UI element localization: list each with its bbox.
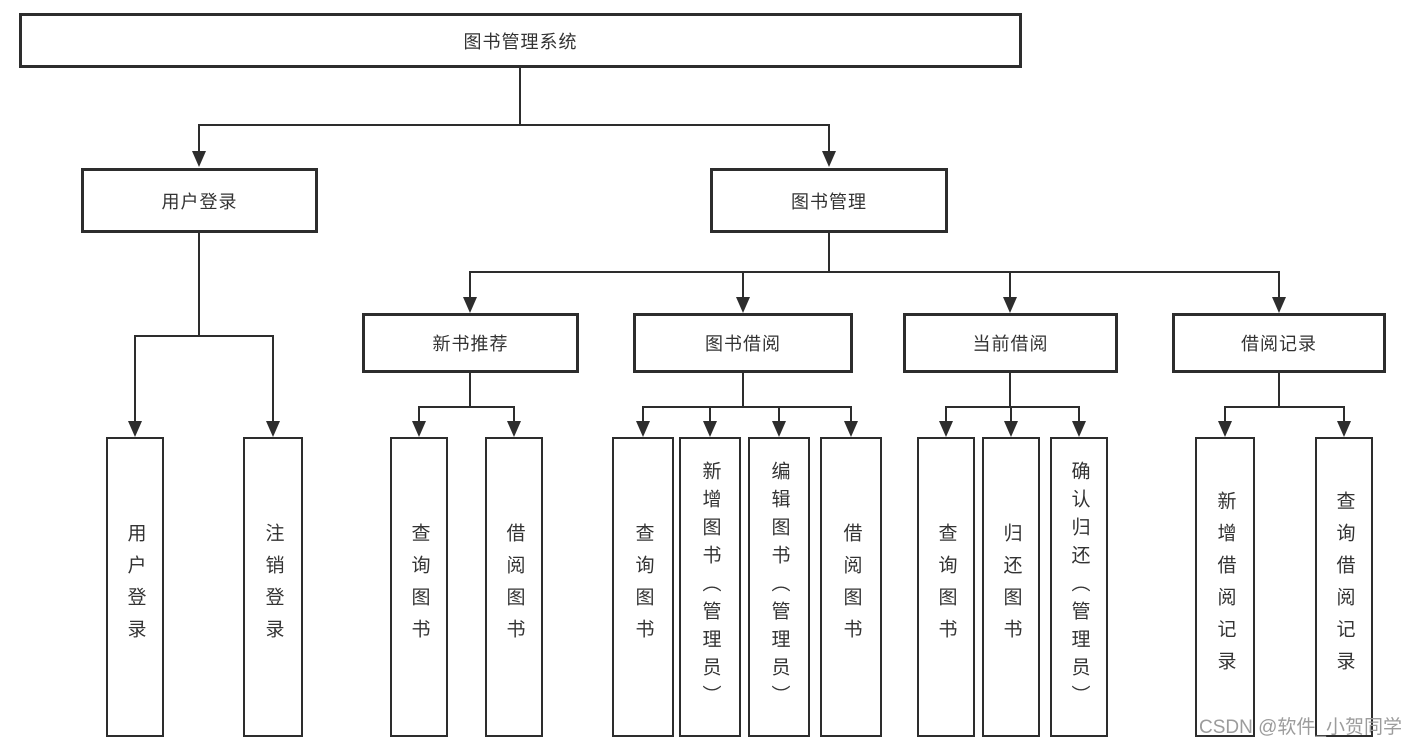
connector-stub xyxy=(418,406,420,421)
arrowhead-down-icon xyxy=(703,421,717,437)
leaf-logout: 注销登录 xyxy=(243,437,303,737)
connector-stub xyxy=(742,271,744,297)
node-label: 图书管理系统 xyxy=(463,31,578,52)
leaf-label: 编辑图书（管理员） xyxy=(768,461,790,713)
connector-newbook-horizontal xyxy=(418,406,515,408)
connector-bookmgmt-horizontal xyxy=(469,271,1280,273)
leaf-label: 借阅图书 xyxy=(503,523,525,651)
csdn-watermark: CSDN @软件_小贺同学 xyxy=(1199,717,1402,738)
leaf-query-book-2: 查询图书 xyxy=(612,437,674,737)
leaf-confirm-return-admin: 确认归还（管理员） xyxy=(1050,437,1108,737)
node-label: 新书推荐 xyxy=(432,334,509,354)
node-label: 图书管理 xyxy=(791,191,867,212)
connector-stub xyxy=(469,271,471,297)
leaf-label: 查询图书 xyxy=(935,523,957,651)
node-borrow-record: 借阅记录 xyxy=(1172,313,1386,373)
arrowhead-down-icon xyxy=(1072,421,1086,437)
node-label: 用户登录 xyxy=(161,191,238,212)
node-library-system: 图书管理系统 xyxy=(19,13,1022,68)
leaf-label: 新增借阅记录 xyxy=(1214,491,1236,683)
leaf-borrow-book-1: 借阅图书 xyxy=(485,437,543,737)
arrowhead-down-icon xyxy=(1218,421,1232,437)
node-label: 当前借阅 xyxy=(972,334,1049,354)
connector-stub xyxy=(850,406,852,421)
connector-bookborrow-vertical xyxy=(742,373,744,408)
leaf-label: 新增图书（管理员） xyxy=(699,461,721,713)
leaf-query-book-1: 查询图书 xyxy=(390,437,448,737)
connector-stub xyxy=(1078,406,1080,421)
arrowhead-down-icon xyxy=(1004,421,1018,437)
leaf-add-borrow-record: 新增借阅记录 xyxy=(1195,437,1255,737)
connector-stub xyxy=(945,406,947,421)
connector-userlogin-horizontal xyxy=(134,335,274,337)
leaf-user-login: 用户登录 xyxy=(106,437,164,737)
arrowhead-down-icon xyxy=(844,421,858,437)
leaf-label: 查询图书 xyxy=(408,523,430,651)
node-label: 借阅记录 xyxy=(1241,334,1317,354)
connector-stub xyxy=(1010,406,1012,421)
arrowhead-down-icon xyxy=(822,151,836,167)
connector-bookborrow-horizontal xyxy=(642,406,852,408)
node-book-borrow: 图书借阅 xyxy=(633,313,853,373)
leaf-label: 借阅图书 xyxy=(840,523,862,651)
connector-stub xyxy=(134,335,136,421)
leaf-label: 查询借阅记录 xyxy=(1333,491,1355,683)
connector-stub xyxy=(1224,406,1226,421)
arrowhead-down-icon xyxy=(128,421,142,437)
node-book-management: 图书管理 xyxy=(710,168,948,233)
arrowhead-down-icon xyxy=(412,421,426,437)
leaf-edit-book-admin: 编辑图书（管理员） xyxy=(748,437,810,737)
connector-stub xyxy=(513,406,515,421)
connector-borrowrecord-horizontal xyxy=(1224,406,1345,408)
leaf-query-borrow-record: 查询借阅记录 xyxy=(1315,437,1373,737)
connector-root-vertical xyxy=(519,68,521,126)
connector-borrowrecord-vertical xyxy=(1278,373,1280,408)
leaf-label: 确认归还（管理员） xyxy=(1068,461,1090,713)
connector-stub xyxy=(642,406,644,421)
leaf-label: 用户登录 xyxy=(124,523,146,651)
leaf-borrow-book-2: 借阅图书 xyxy=(820,437,882,737)
connector-stub xyxy=(198,124,200,152)
node-user-login: 用户登录 xyxy=(81,168,318,233)
arrowhead-down-icon xyxy=(266,421,280,437)
connector-stub xyxy=(709,406,711,421)
arrowhead-down-icon xyxy=(1003,297,1017,313)
connector-stub xyxy=(828,124,830,152)
connector-root-horizontal xyxy=(199,124,830,126)
connector-stub xyxy=(1009,271,1011,297)
connector-stub xyxy=(272,335,274,421)
connector-currentborrow-vertical xyxy=(1009,373,1011,408)
leaf-label: 归还图书 xyxy=(1000,523,1022,651)
connector-stub xyxy=(1278,271,1280,297)
arrowhead-down-icon xyxy=(1272,297,1286,313)
leaf-return-book: 归还图书 xyxy=(982,437,1040,737)
connector-userlogin-vertical xyxy=(198,233,200,337)
arrowhead-down-icon xyxy=(736,297,750,313)
arrowhead-down-icon xyxy=(507,421,521,437)
leaf-label: 查询图书 xyxy=(632,523,654,651)
leaf-query-book-3: 查询图书 xyxy=(917,437,975,737)
connector-stub xyxy=(1343,406,1345,421)
leaf-label: 注销登录 xyxy=(262,523,284,651)
node-label: 图书借阅 xyxy=(705,334,781,354)
arrowhead-down-icon xyxy=(939,421,953,437)
connector-currentborrow-horizontal xyxy=(945,406,1080,408)
connector-bookmgmt-vertical xyxy=(828,233,830,273)
arrowhead-down-icon xyxy=(1337,421,1351,437)
connector-newbook-vertical xyxy=(469,373,471,408)
node-new-book-recommend: 新书推荐 xyxy=(362,313,579,373)
arrowhead-down-icon xyxy=(463,297,477,313)
arrowhead-down-icon xyxy=(192,151,206,167)
arrowhead-down-icon xyxy=(772,421,786,437)
leaf-add-book-admin: 新增图书（管理员） xyxy=(679,437,741,737)
arrowhead-down-icon xyxy=(636,421,650,437)
connector-stub xyxy=(778,406,780,421)
node-current-borrow: 当前借阅 xyxy=(903,313,1118,373)
